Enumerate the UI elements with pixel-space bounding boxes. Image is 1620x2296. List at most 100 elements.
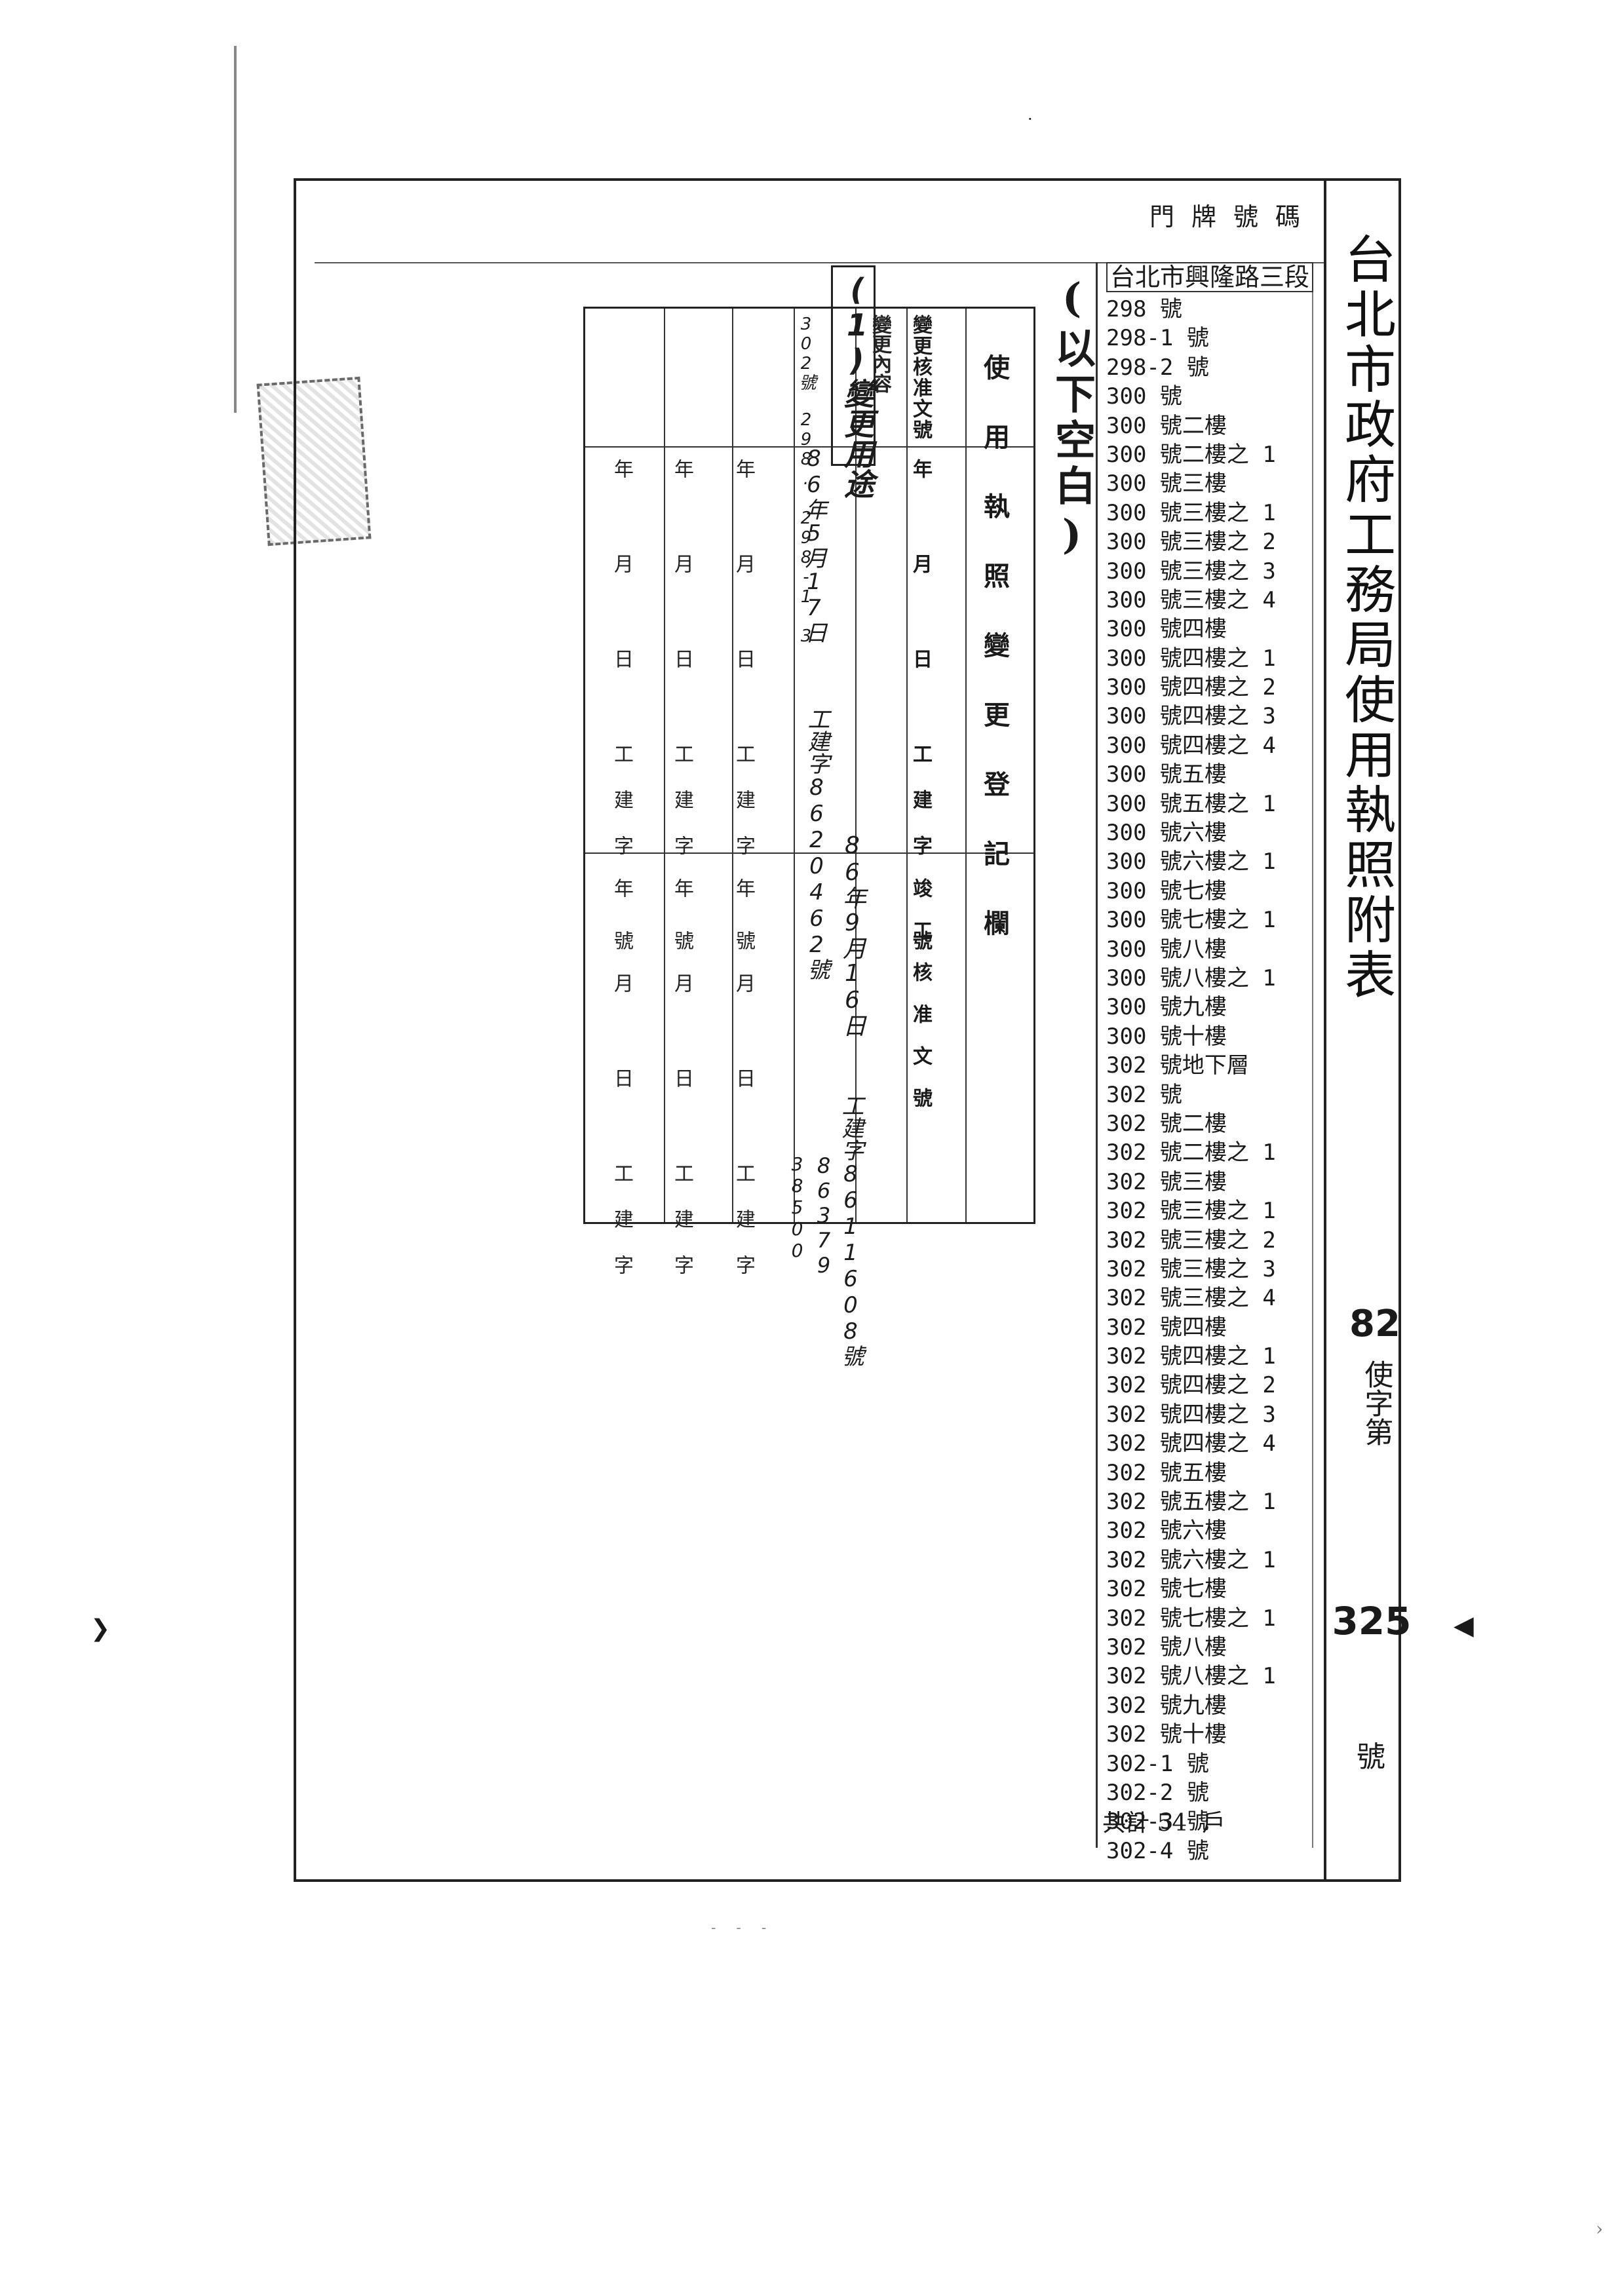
table-row-line (585, 446, 1033, 448)
empty-row-construction: 年 月 日 工建字 (732, 878, 755, 1301)
address-entry: 300 號三樓之 1 (1106, 499, 1276, 526)
address-entry: 302 號九樓 (1106, 1692, 1227, 1719)
street-name: 台北市興隆路三段 (1106, 262, 1314, 292)
table-column-line (732, 309, 733, 1222)
address-entry: 300 號九樓 (1106, 994, 1227, 1021)
speck-mark: › (1596, 2218, 1604, 2240)
blank-below-note: (以下空白) (1048, 274, 1096, 564)
address-entry: 302 號二樓 (1106, 1110, 1227, 1137)
address-entry: 300 號四樓之 3 (1106, 703, 1276, 730)
handwritten-box (831, 265, 876, 466)
permit-type: 使字第 (1359, 1360, 1393, 1446)
punch-mark-right: ◀ (1454, 1611, 1474, 1641)
table-column-line (965, 309, 967, 1222)
address-entry: 302 號三樓之 1 (1106, 1198, 1276, 1225)
address-entry: 302 號 (1106, 1081, 1182, 1108)
address-entry: 300 號七樓之 1 (1106, 907, 1276, 934)
form-frame (294, 178, 1401, 1882)
table-column-line (906, 309, 908, 1222)
change-approval-header: 變更核准文號 (909, 315, 932, 440)
address-entry: 300 號六樓 (1106, 820, 1227, 847)
handwritten-sum-1: 86379 (811, 1153, 836, 1278)
address-entry: 302 號七樓 (1106, 1576, 1227, 1603)
speck-mark: - - - (711, 1920, 775, 1936)
household-total: 共計 54 戶 (1102, 1810, 1226, 1837)
address-entry: 302 號三樓之 4 (1106, 1285, 1276, 1312)
handwritten-change-item: (1)變更用途 (839, 272, 875, 499)
change-date-template: 年 月 日 工建字 號 (909, 459, 932, 976)
address-entry: 300 號五樓之 1 (1106, 790, 1276, 817)
address-entry: 302 號十樓 (1106, 1721, 1227, 1748)
address-entry: 302-2 號 (1106, 1779, 1209, 1806)
permit-number: 325 (1332, 1599, 1412, 1643)
permit-year: 82 (1349, 1303, 1400, 1345)
empty-row-approval: 年 月 日 工建字 號 (670, 459, 693, 976)
change-table-title: 使用執照變更登記欄 (979, 354, 1010, 979)
address-entry: 300 號三樓之 4 (1106, 586, 1276, 613)
title-divider (1324, 178, 1326, 1882)
list-divider-right (1312, 275, 1313, 1848)
table-column-line (855, 309, 857, 1222)
address-entry: 302 號五樓之 1 (1106, 1489, 1276, 1516)
address-entry: 300 號三樓 (1106, 470, 1227, 497)
address-entry: 300 號二樓之 1 (1106, 441, 1276, 468)
address-entry: 300 號八樓之 1 (1106, 965, 1276, 991)
address-entry: 300 號 (1106, 383, 1182, 410)
header-divider (315, 262, 1324, 263)
address-entry: 302 號地下層 (1106, 1052, 1249, 1079)
address-entry: 300 號二樓 (1106, 412, 1227, 439)
address-entry: 298-2 號 (1106, 354, 1209, 381)
document-title: 台北市政府工務局使用執照附表 (1336, 233, 1395, 1003)
page-edge-mark (234, 46, 237, 413)
address-entry: 300 號四樓之 1 (1106, 645, 1276, 672)
handwritten-doc-number-1: 工建字8620462號 (803, 708, 830, 980)
address-entry: 302 號四樓之 1 (1106, 1343, 1276, 1370)
address-entry: 302 號二樓之 1 (1106, 1139, 1276, 1166)
address-entry: 300 號三樓之 2 (1106, 529, 1276, 556)
address-entry: 300 號十樓 (1106, 1023, 1227, 1050)
handwritten-sum-2: 38500 (786, 1153, 808, 1261)
address-entry: 300 號四樓之 2 (1106, 674, 1276, 701)
address-entry: 302 號三樓之 3 (1106, 1255, 1276, 1282)
address-entry: 300 號五樓 (1106, 761, 1227, 788)
address-entry: 302 號三樓 (1106, 1168, 1227, 1195)
address-entry: 302 號四樓之 3 (1106, 1401, 1276, 1428)
handwritten-date-2: 86年9月16日 (839, 832, 866, 1037)
empty-row-approval: 年 月 日 工建字 號 (610, 459, 633, 976)
address-entry: 300 號三樓之 3 (1106, 558, 1276, 584)
address-entry: 302 號四樓之 2 (1106, 1372, 1276, 1399)
address-entry: 302 號五樓 (1106, 1459, 1227, 1486)
address-entry: 302 號四樓之 4 (1106, 1430, 1276, 1457)
address-entry: 302 號六樓之 1 (1106, 1546, 1276, 1573)
handwritten-doc-number-2: 工建字8611608號 (838, 1094, 864, 1367)
address-entry: 302-4 號 (1106, 1837, 1209, 1864)
address-entry: 300 號八樓 (1106, 936, 1227, 963)
address-entry: 302-3 號 (1106, 1808, 1209, 1835)
address-entry: 302 號四樓 (1106, 1314, 1227, 1341)
permit-suffix: 號 (1357, 1740, 1385, 1774)
speck-mark: · (1028, 110, 1033, 128)
address-entry: 300 號六樓之 1 (1106, 849, 1276, 875)
address-entry: 302 號八樓 (1106, 1634, 1227, 1660)
address-entry: 302 號八樓之 1 (1106, 1663, 1276, 1690)
address-entry: 300 號四樓之 4 (1106, 732, 1276, 759)
address-list-header: 門牌號碼 (1149, 202, 1317, 231)
address-entry: 298-1 號 (1106, 325, 1209, 352)
address-entry: 302 號七樓之 1 (1106, 1605, 1276, 1632)
handwritten-date-1: 86年5月17日 (801, 446, 827, 643)
table-column-line (794, 309, 795, 1222)
empty-row-construction: 年 月 日 工建字 (670, 878, 693, 1301)
address-entry: 300 號七樓 (1106, 877, 1227, 904)
address-entry: 302-1 號 (1106, 1750, 1209, 1777)
address-entry: 300 號四樓 (1106, 616, 1227, 643)
table-column-line (664, 309, 665, 1222)
handwritten-floor-note: 302號 298. 298-1 3 (796, 315, 816, 646)
list-divider-left (1096, 262, 1098, 1848)
empty-row-approval: 年 月 日 工建字 號 (732, 459, 755, 976)
construction-approval-header: 竣工核准文號 (909, 878, 932, 1130)
table-row-line (585, 852, 1033, 854)
address-entry: 298 號 (1106, 296, 1182, 322)
change-record-table (583, 307, 1035, 1224)
